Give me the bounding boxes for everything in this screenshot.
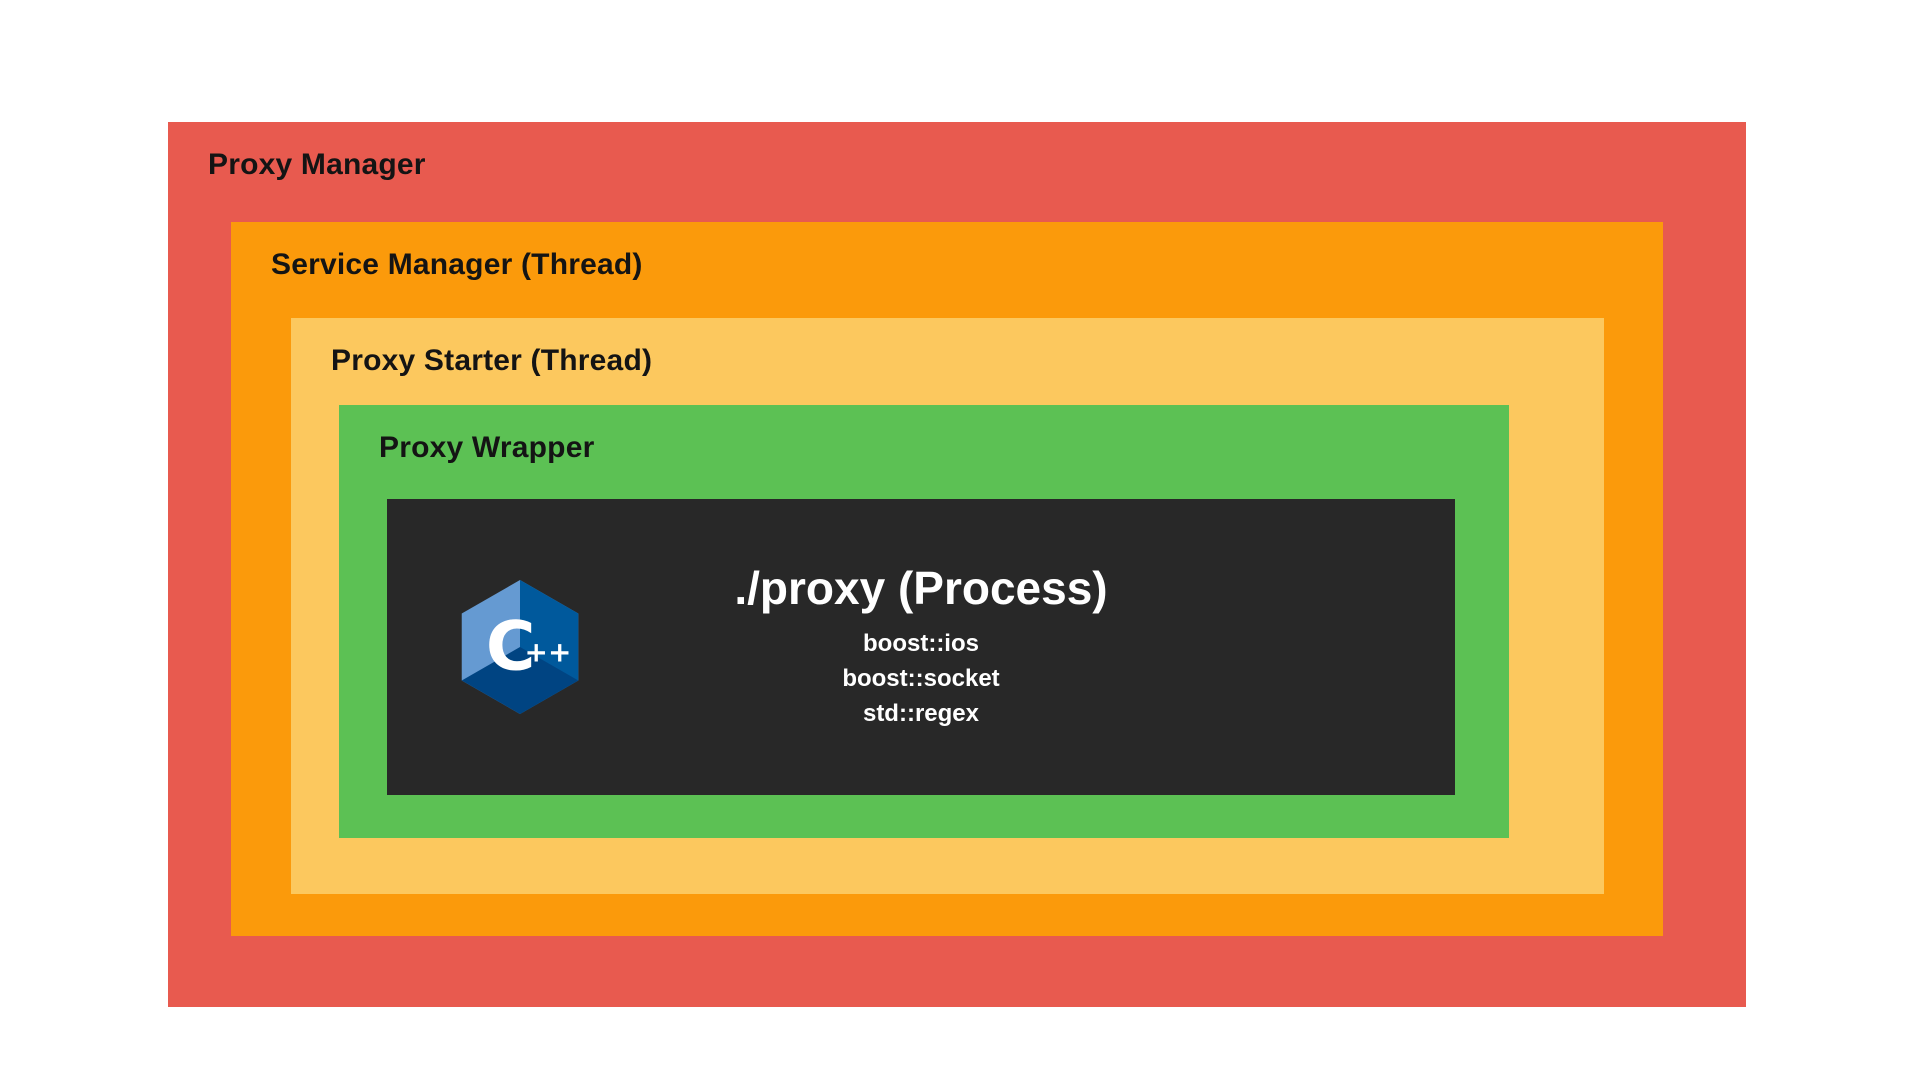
layer-proxy-starter-label: Proxy Starter (Thread) [331, 344, 653, 377]
process-box: C ++ ./proxy (Process) boost::ios boost:… [387, 499, 1455, 795]
layer-service-manager: Service Manager (Thread) Proxy Starter (… [231, 222, 1663, 936]
process-lib-std-regex: std::regex [862, 699, 979, 727]
svg-text:C: C [486, 607, 536, 686]
layer-service-manager-label: Service Manager (Thread) [271, 248, 643, 281]
cpp-logo-icon: C ++ [459, 580, 581, 714]
process-title: ./proxy (Process) [734, 562, 1108, 615]
layer-proxy-manager-label: Proxy Manager [208, 148, 426, 181]
layer-proxy-wrapper-label: Proxy Wrapper [379, 431, 595, 464]
svg-text:++: ++ [525, 636, 572, 669]
process-lib-boost-socket: boost::socket [842, 665, 1000, 693]
layer-proxy-starter: Proxy Starter (Thread) Proxy Wrapper C +… [291, 318, 1604, 894]
layer-proxy-manager: Proxy Manager Service Manager (Thread) P… [168, 122, 1746, 1007]
layer-proxy-wrapper: Proxy Wrapper C ++ . [339, 405, 1509, 838]
process-lib-boost-ios: boost::ios [863, 630, 979, 658]
process-text-block: ./proxy (Process) boost::ios boost::sock… [734, 562, 1107, 731]
